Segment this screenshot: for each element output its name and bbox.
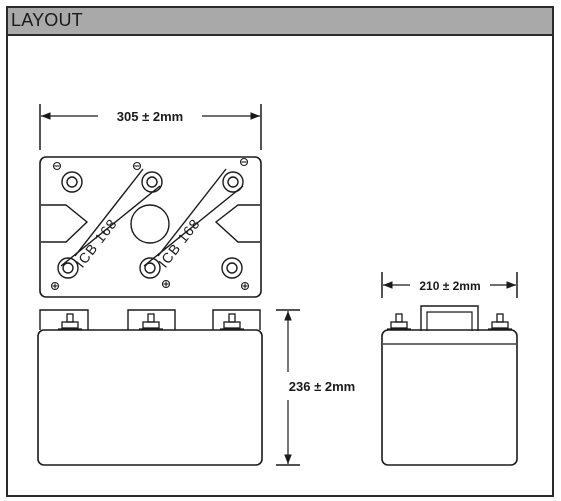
front-cover-bump-right [212,309,261,330]
front-cover-bump-left [39,309,89,330]
screw-minus-top-right [239,157,249,167]
front-terminals [58,313,244,330]
side-handle [420,305,479,331]
front-body [37,329,263,466]
right-handle-recess [214,204,260,243]
terminal-top-center [141,171,163,193]
screw-plus-bottom-left [50,281,60,291]
side-body [381,329,518,466]
left-handle-recess [41,204,89,243]
screw-minus-top-center [132,161,142,171]
center-vent [130,204,170,244]
terminal-bottom-left [57,257,79,279]
side-terminals [387,313,512,330]
strap-label-right: ICB 168 [155,215,203,270]
section-header: LAYOUT [8,8,552,36]
terminal-top-left [61,171,83,193]
strap-label-left: ICB 168 [72,215,120,270]
terminal-bottom-right [221,257,243,279]
height-label: 236 ± 2mm [289,379,355,394]
battery-side-view [381,305,518,466]
top-view-outline [39,156,262,298]
top-width-dimension: 305 ± 2mm [39,104,262,150]
terminal-bottom-center [139,257,161,279]
front-cover-bump-center [127,309,176,330]
section-title: LAYOUT [11,10,83,30]
layout-frame: LAYOUT [6,6,554,497]
side-width-label: 210 ± 2mm [419,279,480,293]
top-width-label: 305 ± 2mm [117,109,183,124]
battery-top-view [39,156,262,298]
strap-left [60,168,161,267]
screw-plus-bottom-center [161,279,171,289]
height-dimension: 236 ± 2mm [276,309,355,466]
strap-right [143,168,244,267]
battery-front-view [37,309,263,466]
side-width-dimension: 210 ± 2mm [381,272,518,298]
terminal-top-right [222,171,244,193]
screw-plus-bottom-right [240,281,250,291]
screw-minus-top-left [52,161,62,171]
